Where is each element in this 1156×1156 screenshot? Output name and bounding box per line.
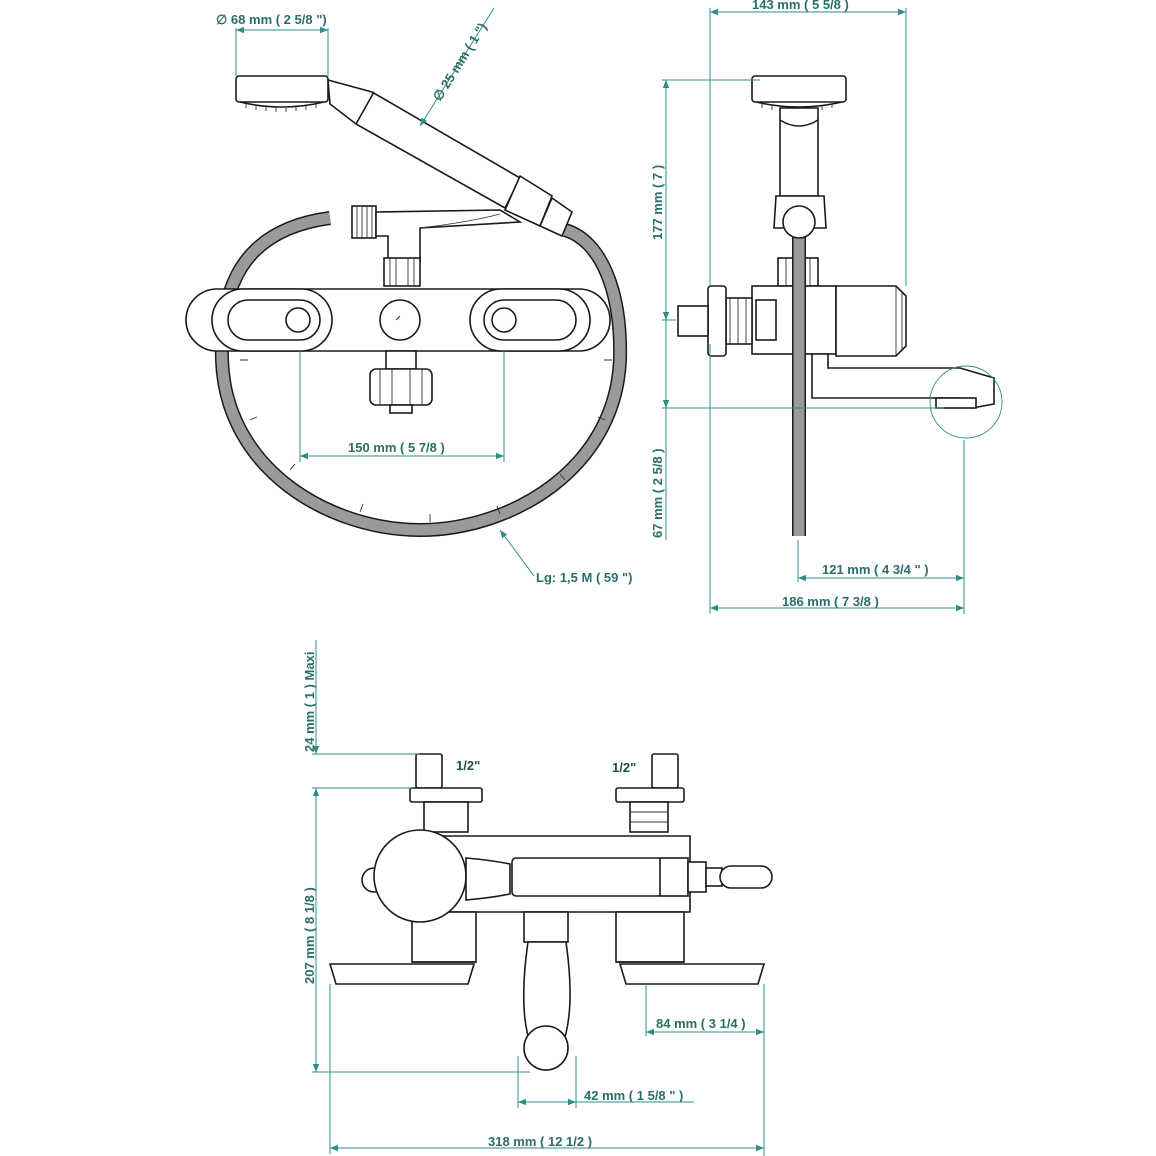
overall-width-label: 318 mm ( 12 1/2 ) xyxy=(488,1134,592,1149)
diverter-nut xyxy=(383,257,421,287)
spout-aerator xyxy=(369,368,433,406)
hose-length-label: Lg: 1,5 M ( 59 ") xyxy=(536,570,632,585)
front-view: 1/2" 1/2" 24 mm ( 1 ) Maxi 207 mm ( 8 1/… xyxy=(302,640,773,1156)
handle-diameter-label: ∅ 25 mm ( 1 ") xyxy=(430,20,490,103)
side-height-lower-label: 67 mm ( 2 5/8 ) xyxy=(650,448,665,538)
hand-shower xyxy=(235,75,573,238)
spout-width-label: 42 mm ( 1 5/8 " ) xyxy=(584,1088,683,1103)
adjust-max-label: 24 mm ( 1 ) Maxi xyxy=(302,652,317,752)
left-inlet xyxy=(415,753,443,789)
spout-reach-label: 121 mm ( 4 3/4 " ) xyxy=(822,562,929,577)
front-diverter xyxy=(511,857,663,897)
right-inlet xyxy=(651,753,679,789)
side-width-label: 143 mm ( 5 5/8 ) xyxy=(752,0,849,12)
front-spout-neck xyxy=(523,911,569,943)
side-handle xyxy=(779,107,819,197)
side-spout xyxy=(811,353,995,409)
right-valve xyxy=(615,911,685,963)
left-flange xyxy=(328,963,476,985)
spout-neck xyxy=(385,350,417,370)
side-view: 143 mm ( 5 5/8 ) 177 mm ( 7 ) 67 mm ( 2 … xyxy=(650,0,1003,614)
side-shower-head xyxy=(751,75,847,103)
centers-label: 150 mm ( 5 7/8 ) xyxy=(348,440,445,455)
inlet-left-label: 1/2" xyxy=(456,758,480,773)
top-view: ∅ 68 mm ( 2 5/8 ") ∅ 25 mm ( 1 ") 150 mm… xyxy=(185,7,632,585)
inlet-right-label: 1/2" xyxy=(612,760,636,775)
center-cap xyxy=(379,299,421,341)
head-diameter-label: ∅ 68 mm ( 2 5/8 ") xyxy=(216,12,327,27)
shower-head xyxy=(235,75,329,103)
flange-offset-label: 84 mm ( 3 1/4 ) xyxy=(656,1016,746,1031)
side-lever[interactable] xyxy=(835,285,907,357)
right-flange xyxy=(618,963,766,985)
diverter-arm xyxy=(375,209,523,263)
side-height-upper-label: 177 mm ( 7 ) xyxy=(650,165,665,240)
front-lever[interactable] xyxy=(373,829,467,923)
front-height-label: 207 mm ( 8 1/8 ) xyxy=(302,887,317,984)
overall-depth-label: 186 mm ( 7 3/8 ) xyxy=(782,594,879,609)
